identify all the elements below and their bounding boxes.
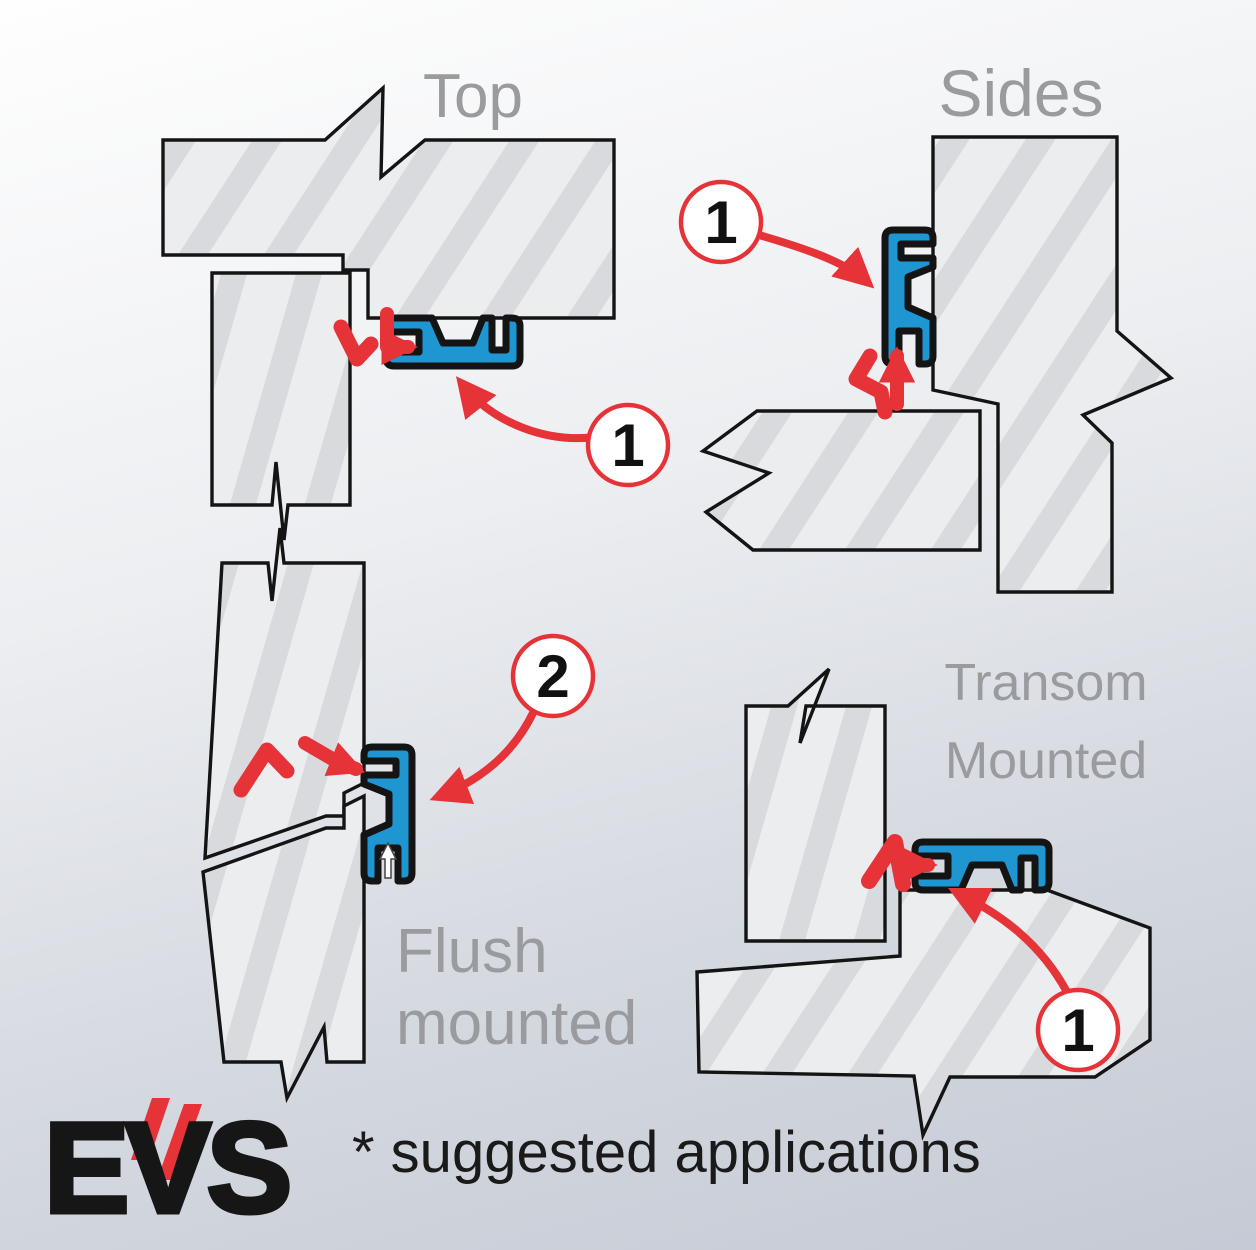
callout-circle-transom [1035, 987, 1121, 1073]
label-top: Top [423, 62, 523, 131]
install-arrow-top [380, 307, 418, 366]
logo-text: EVS [44, 1097, 288, 1240]
install-kick-flush [233, 742, 295, 798]
callout-arrow-flush [429, 709, 537, 805]
label-flush-line2: mounted [396, 989, 637, 1058]
install-kick-sides [848, 348, 893, 420]
label-flush-line1: Flush [396, 917, 548, 986]
diagram-transom: Transom Mounted 1 [695, 654, 1152, 1141]
wood-block-transom-mullion [744, 667, 887, 943]
diagram-top: Top 1 [161, 62, 671, 541]
callout-circle-top [585, 402, 671, 488]
callout-circle-flush [510, 633, 596, 719]
callout-arrow-sides [755, 231, 875, 289]
logo-red-slash-left [131, 1098, 170, 1160]
wood-block-flush-lower [201, 793, 366, 1104]
callout-arrow-transom [947, 887, 1071, 996]
callout-number-transom: 1 [1061, 997, 1094, 1064]
footnote-text: * suggested applications [352, 1120, 981, 1185]
callout-circle-sides [678, 179, 764, 265]
callout-arrow-top [456, 376, 599, 443]
evs-logo: EVS [42, 1095, 295, 1243]
wood-block-flush-upper [203, 527, 366, 861]
label-sides: Sides [938, 56, 1103, 130]
label-transom-line2: Mounted [945, 732, 1147, 790]
install-kick-transom [861, 834, 911, 892]
wood-block-sides-jamb [931, 135, 1175, 594]
slot-pointer-flush [378, 841, 398, 879]
install-kick-top [333, 319, 379, 367]
callout-number-top: 1 [611, 412, 644, 479]
callout-number-flush: 2 [536, 643, 569, 710]
wood-block-top-header [161, 84, 616, 320]
seal-profile-sides [885, 230, 933, 364]
wood-block-top-jamb [210, 271, 352, 541]
label-transom-line1: Transom [944, 654, 1147, 712]
seal-profile-transom [915, 842, 1049, 890]
callout-number-sides: 1 [704, 189, 737, 256]
diagram-flush: Flush mounted 2 [201, 527, 637, 1104]
install-arrow-flush [298, 736, 366, 777]
logo-red-slash-right [157, 1104, 202, 1180]
wood-block-sides-plank [699, 409, 982, 552]
diagram-sides: Sides 1 [678, 56, 1175, 594]
